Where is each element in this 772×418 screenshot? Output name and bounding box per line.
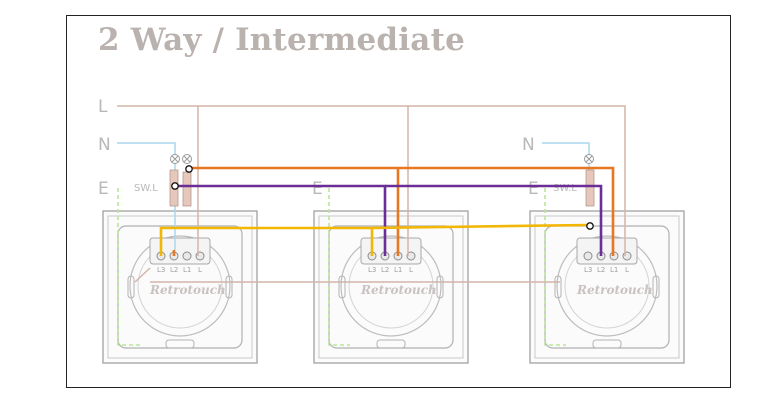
brand-logo-2: Retrotouch — [360, 283, 437, 297]
purple-traveller-wire — [176, 184, 603, 256]
earth-wires — [117, 188, 566, 346]
label-swl-left: SW.L — [134, 183, 158, 194]
yellow-traveller-wire — [159, 223, 589, 256]
page-title: 2 Way / Intermediate — [98, 22, 466, 58]
switch-plate-1: Retrotouch — [102, 210, 258, 364]
label-swl-right: SW.L — [553, 183, 577, 194]
terminal-label-l1-3: L1 — [610, 266, 618, 274]
label-live: L — [98, 97, 108, 117]
brand-logo-3: Retrotouch — [576, 283, 653, 297]
lamp-symbols — [170, 154, 594, 164]
terminal-label-l2-3: L2 — [597, 266, 605, 274]
wire-termination-points — [171, 165, 594, 230]
plate-screws — [127, 275, 660, 349]
label-earth-right: E — [528, 179, 539, 199]
label-earth-left: E — [98, 179, 109, 199]
terminal-label-l2-1: L2 — [170, 266, 178, 274]
terminal-label-l3-2: L3 — [368, 266, 376, 274]
label-neutral: N — [98, 135, 111, 155]
terminal-label-l1-2: L1 — [394, 266, 402, 274]
terminal-label-l-3: L — [625, 266, 629, 274]
live-wires — [117, 105, 626, 283]
terminal-label-l3-1: L3 — [157, 266, 165, 274]
label-neutral-right: N — [522, 135, 535, 155]
terminal-label-l1-1: L1 — [183, 266, 191, 274]
terminal-label-l-2: L — [409, 266, 413, 274]
terminal-label-l2-2: L2 — [381, 266, 389, 274]
label-earth-middle: E — [312, 179, 323, 199]
terminal-label-l3-3: L3 — [584, 266, 592, 274]
brand-logo-1: Retrotouch — [149, 283, 226, 297]
terminal-label-l-1: L — [198, 266, 202, 274]
